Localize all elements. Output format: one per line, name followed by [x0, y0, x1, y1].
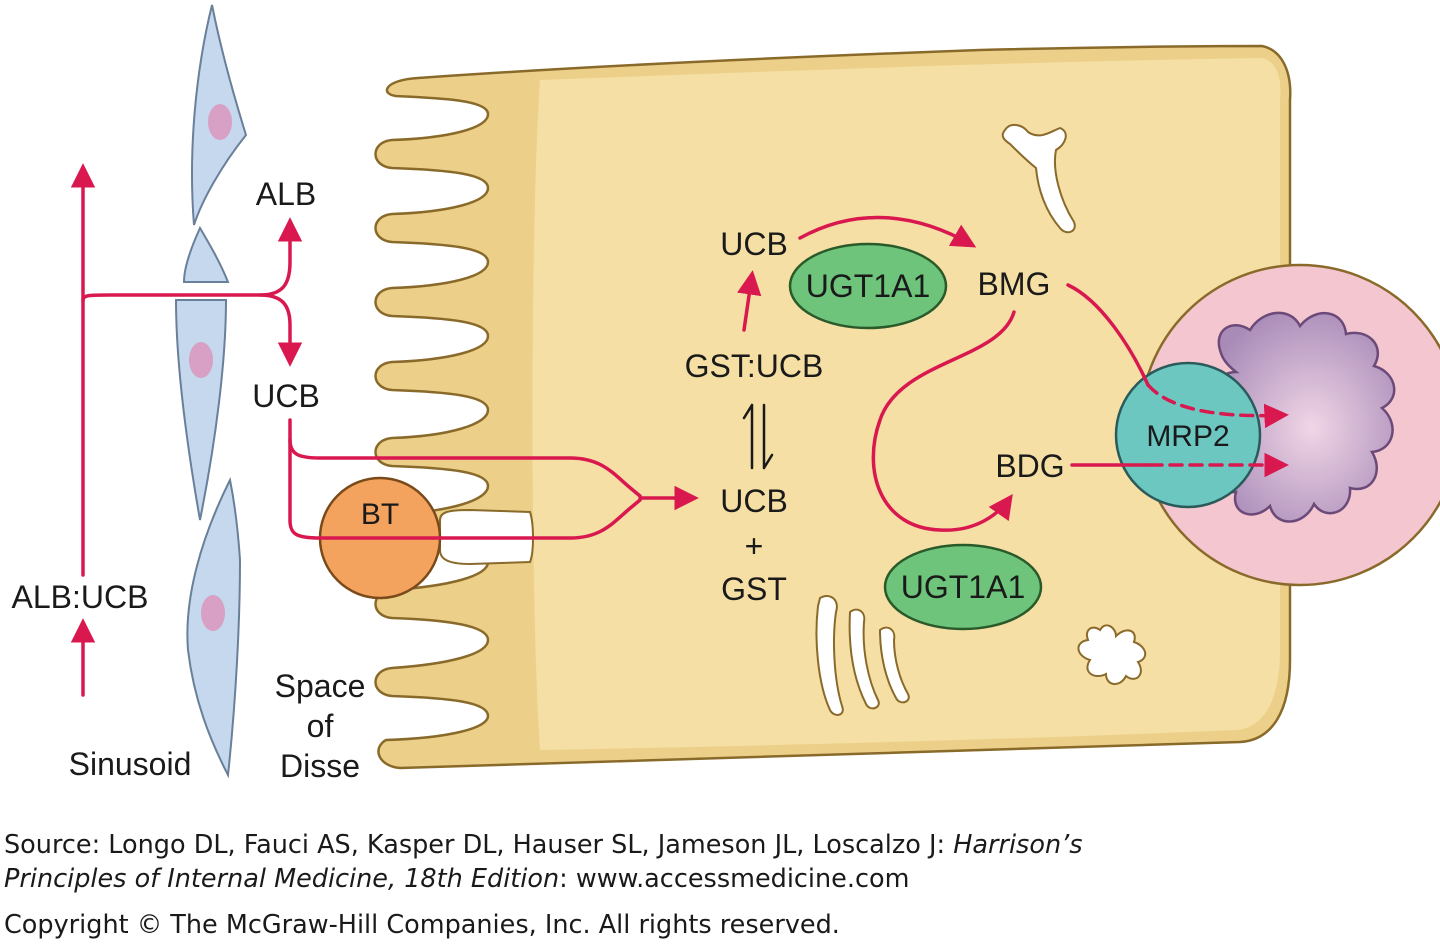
arrow-ucb-bt-uptake — [288, 438, 642, 540]
nucleus — [201, 595, 225, 631]
bilirubin-metabolism-diagram: ALB UCB ALB:UCB Sinusoid Space of Disse … — [12, 4, 1440, 784]
label-ugt1a1-bottom: UGT1A1 — [901, 569, 1025, 605]
endothelial-cell-fragment — [182, 225, 230, 283]
nucleus — [189, 342, 213, 378]
arrow-ucb-to-bmg — [798, 215, 977, 248]
label-ucb-top: UCB — [720, 226, 788, 262]
endothelial-cells — [174, 4, 248, 779]
label-bmg: BMG — [978, 266, 1051, 302]
flow-arrows — [70, 163, 1289, 697]
caption-book-title-part-2: Principles of Internal Medicine, 18th Ed… — [4, 864, 560, 894]
ugt1a1-enzyme-top — [788, 242, 948, 330]
label-sinusoid: Sinusoid — [69, 746, 192, 782]
endothelial-cell-middle — [174, 299, 228, 521]
organelle — [1001, 124, 1076, 234]
arrow-ucb-upper-uptake — [288, 418, 642, 498]
label-gst-ucb: GST:UCB — [685, 348, 824, 384]
label-space-of-disse-2: of — [307, 708, 334, 744]
caption-source-prefix: Source: Longo DL, Fauci AS, Kasper DL, H… — [4, 830, 954, 860]
figure-caption: Source: Longo DL, Fauci AS, Kasper DL, H… — [4, 828, 1434, 942]
organelle — [815, 594, 910, 716]
arrow-gst-ucb-to-ucb — [737, 270, 762, 332]
caption-source-line-1: Source: Longo DL, Fauci AS, Kasper DL, H… — [4, 828, 1434, 862]
caption-book-title-part-1: Harrison’s — [953, 830, 1083, 860]
mrp2-transporter — [1114, 361, 1262, 509]
label-plus: + — [745, 528, 764, 564]
label-ucb-sinusoid: UCB — [252, 378, 320, 414]
label-bt: BT — [361, 498, 399, 531]
organelle — [1077, 624, 1147, 685]
label-space-of-disse-3: Disse — [280, 748, 360, 784]
arrow-branch-to-ucb — [258, 293, 303, 367]
ugt1a1-enzyme-bottom — [883, 543, 1043, 631]
caption-copyright: Copyright © The McGraw-Hill Companies, I… — [4, 910, 840, 940]
arrow-bmg-to-canaliculus — [1066, 283, 1150, 387]
label-mrp2: MRP2 — [1146, 420, 1229, 453]
arrow-bmg-to-bdg — [871, 310, 1016, 532]
label-alb-ucb: ALB:UCB — [12, 579, 149, 615]
label-gst: GST — [721, 571, 787, 607]
label-ucb-mid: UCB — [720, 483, 788, 519]
caption-source-line-2: Principles of Internal Medicine, 18th Ed… — [4, 862, 1434, 896]
label-ugt1a1-top: UGT1A1 — [806, 268, 930, 304]
label-space-of-disse-1: Space — [275, 668, 366, 704]
caption-source-suffix: : www.accessmedicine.com — [559, 864, 910, 894]
arrow-bmg-into-lumen — [1146, 383, 1289, 429]
label-bdg: BDG — [995, 448, 1064, 484]
label-alb: ALB — [256, 176, 316, 212]
hepatocyte-cytoplasm — [532, 58, 1281, 750]
equilibrium-symbol — [742, 403, 774, 470]
nucleus — [208, 104, 232, 140]
